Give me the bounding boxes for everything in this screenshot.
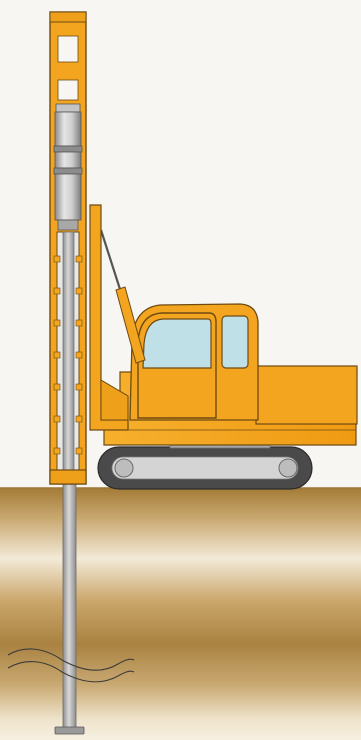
mast-opening-2 xyxy=(58,80,78,100)
leader-mast-icon xyxy=(50,12,86,484)
pile-in-guide xyxy=(63,232,74,470)
hammer-body-lower xyxy=(55,174,81,220)
hammer-cap xyxy=(56,104,80,112)
hammer-icon xyxy=(54,104,82,230)
track-inner xyxy=(112,457,298,479)
machine-body xyxy=(104,304,357,448)
hammer-band-2 xyxy=(54,168,82,174)
crawler-track-icon xyxy=(98,447,312,489)
hammer-body-mid xyxy=(55,152,81,168)
hammer-body-upper xyxy=(55,112,81,146)
engine-housing xyxy=(256,366,357,424)
ground xyxy=(0,488,361,740)
pile-shaft xyxy=(63,478,76,730)
cab-window-side xyxy=(222,316,248,368)
mast-top-cap xyxy=(50,12,86,22)
pile-tip-plate xyxy=(55,727,84,734)
hammer-band-1 xyxy=(54,146,82,152)
cab-window-front xyxy=(143,319,211,368)
soil-layer xyxy=(0,488,361,740)
mast-opening-1 xyxy=(58,36,78,62)
track-sprocket-left xyxy=(115,459,133,477)
track-sprocket-right xyxy=(279,459,297,477)
support-strut xyxy=(101,230,145,363)
mast-foot xyxy=(50,470,86,484)
hammer-anvil xyxy=(58,220,78,230)
